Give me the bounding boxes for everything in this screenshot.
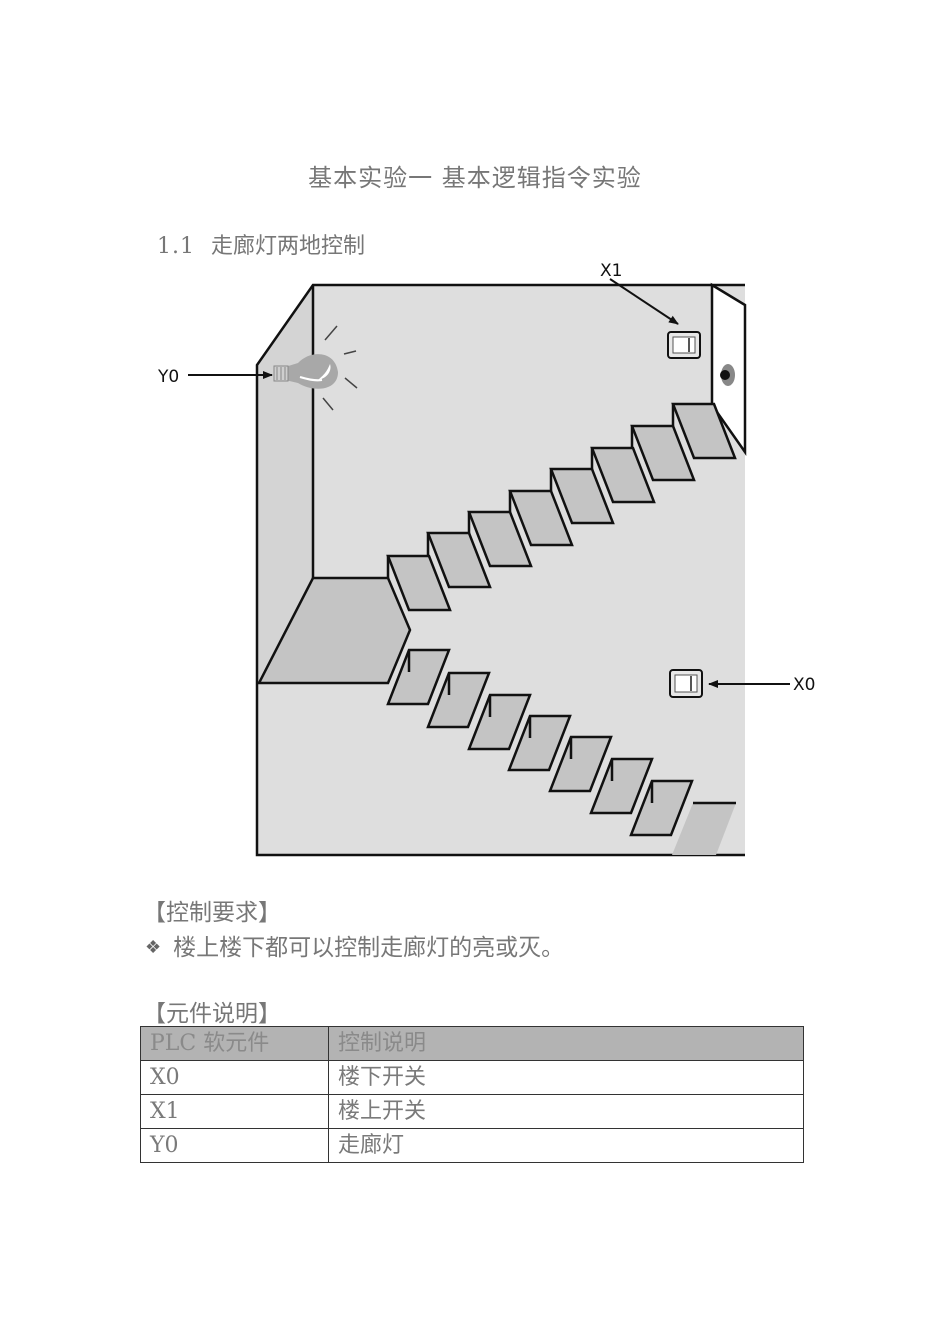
- stair-tread: [386, 554, 452, 612]
- stair-tread: [386, 648, 451, 706]
- stair-tread: [508, 489, 574, 547]
- stair-tread: [548, 735, 613, 793]
- landing: [256, 576, 412, 685]
- description-cell: 走廊灯: [328, 1128, 804, 1163]
- column-header-element: PLC 软元件: [140, 1026, 329, 1061]
- stair-tread: [549, 467, 615, 525]
- components-heading: 【元件说明】: [143, 1001, 281, 1027]
- left-wall: [257, 285, 313, 683]
- diamond-bullet-icon: ❖: [145, 937, 162, 958]
- light-bulb-icon: [273, 325, 358, 411]
- table-row: X0 楼下开关: [140, 1060, 804, 1095]
- stair-tread: [589, 757, 654, 815]
- floor-patch: [672, 803, 736, 855]
- wall-outline: [255, 283, 745, 857]
- staircase-illustration: Y0 X1 X0: [150, 258, 830, 863]
- stair-tread: [630, 424, 696, 482]
- stair-tread: [426, 671, 491, 729]
- stair-tread: [467, 693, 532, 751]
- element-cell: X1: [140, 1094, 329, 1129]
- downstairs-switch-icon: [669, 669, 703, 698]
- requirement-item: ❖ 楼上楼下都可以控制走廊灯的亮或灭。: [145, 928, 564, 962]
- stair-tread: [467, 510, 533, 568]
- description-cell: 楼上开关: [328, 1094, 804, 1129]
- upstairs-switch-arrow: [609, 278, 679, 325]
- stair-tread: [671, 402, 737, 460]
- requirements-heading: 【控制要求】: [143, 900, 281, 926]
- table-row: Y0 走廊灯: [140, 1128, 804, 1163]
- section-heading: 1.1 走廊灯两地控制: [157, 228, 365, 260]
- upstairs-switch-label: X1: [600, 261, 622, 281]
- table-row: X1 楼上开关: [140, 1094, 804, 1129]
- section-title: 走廊灯两地控制: [211, 234, 366, 259]
- downstairs-switch-label: X0: [793, 675, 815, 695]
- stair-tread: [590, 446, 656, 504]
- requirement-text: 楼上楼下都可以控制走廊灯的亮或灭。: [173, 935, 565, 961]
- document-title: 基本实验一 基本逻辑指令实验: [308, 164, 642, 192]
- upper-staircase: [386, 402, 737, 612]
- components-table: PLC 软元件 控制说明 X0 楼下开关 X1 楼上开关 Y0 走廊灯: [140, 1026, 804, 1163]
- column-header-description: 控制说明: [328, 1026, 804, 1061]
- stair-tread: [629, 779, 694, 837]
- back-wall: [257, 285, 745, 855]
- door-knob: [720, 370, 730, 380]
- stair-tread: [426, 531, 492, 589]
- element-cell: Y0: [140, 1128, 329, 1163]
- upstairs-switch-icon: [667, 331, 701, 359]
- element-cell: X0: [140, 1060, 329, 1095]
- table-header-row: PLC 软元件 控制说明: [140, 1026, 804, 1061]
- stair-tread: [507, 714, 572, 772]
- description-cell: 楼下开关: [328, 1060, 804, 1095]
- lamp-label: Y0: [157, 367, 179, 387]
- section-number: 1.1: [157, 234, 195, 259]
- lower-staircase: [386, 648, 694, 837]
